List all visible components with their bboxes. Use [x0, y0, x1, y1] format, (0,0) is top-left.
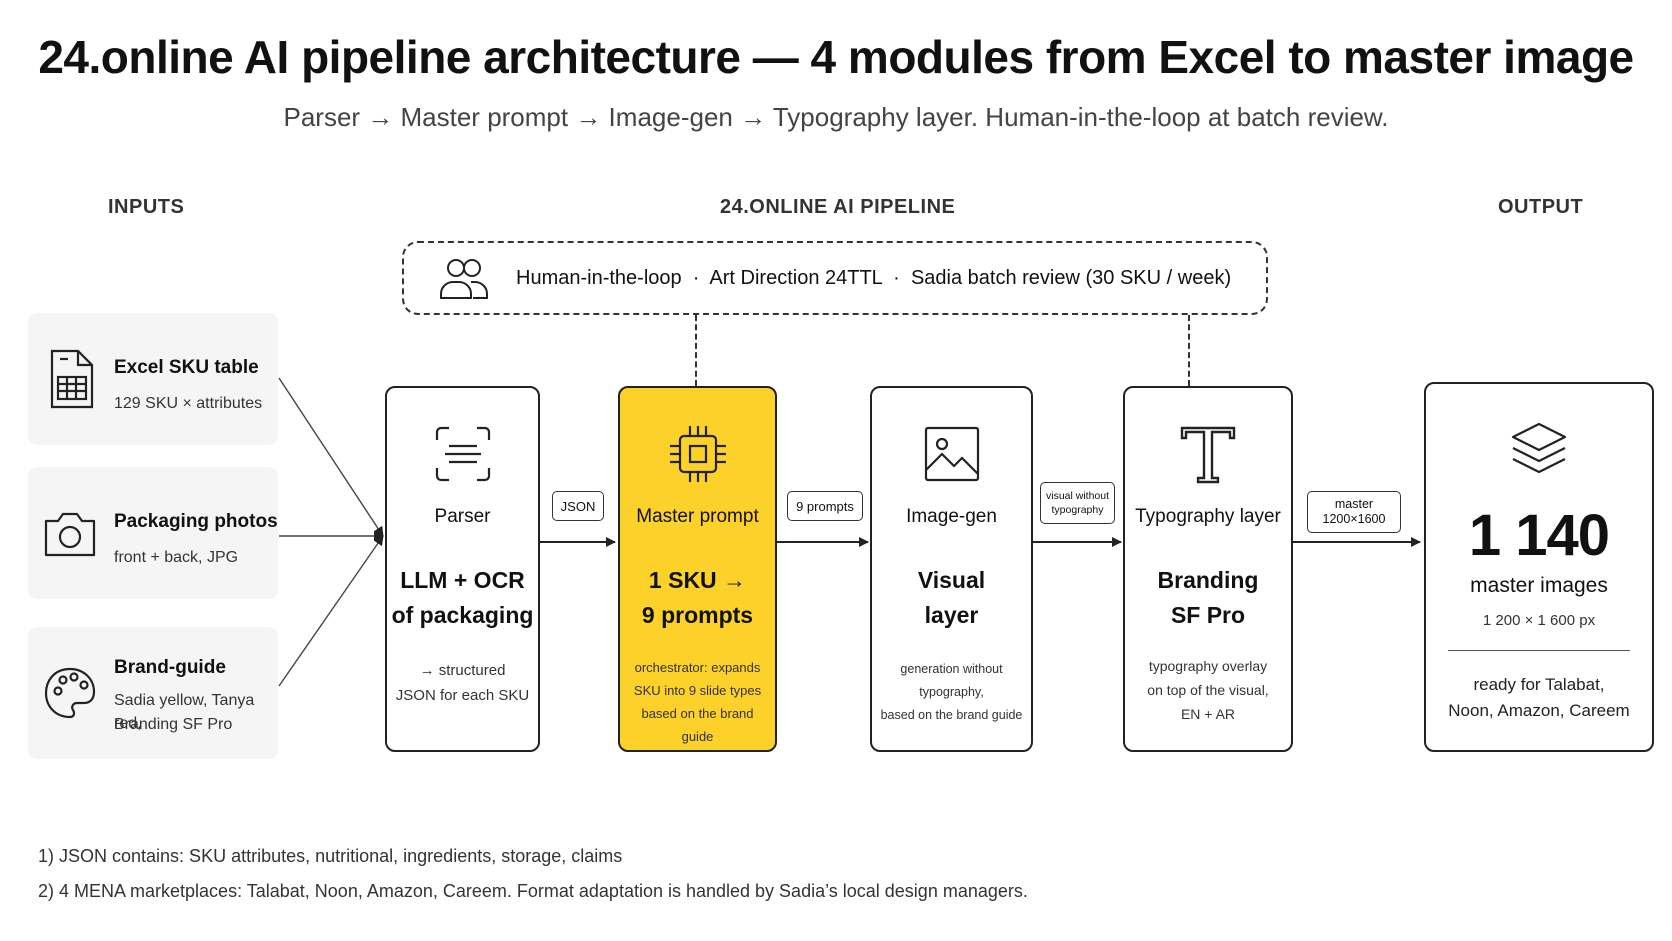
input-subtitle: 129 SKU × attributes	[114, 395, 263, 412]
typography-icon	[1180, 426, 1236, 484]
module-name: Image-gen	[906, 506, 997, 527]
human-in-the-loop-banner: Human-in-the-loop · Art Direction 24TTL …	[402, 241, 1268, 315]
palette-icon	[44, 667, 96, 719]
module-desc-line1: generation without typography,	[900, 662, 1003, 699]
input-card-excel: Excel SKU table 129 SKU × attributes	[28, 313, 278, 445]
flow-tag-text: JSON	[560, 498, 596, 514]
input-subtitle: front + back, JPG	[114, 549, 239, 566]
input-subtitle: Sadia yellow, Tanya red,	[114, 692, 255, 732]
flow-tag-9-prompts: 9 prompts	[787, 491, 863, 521]
module-headline-line2: layer	[924, 602, 979, 628]
hitl-connector-master	[695, 315, 697, 386]
module-headline-line2: SF Pro	[1170, 602, 1246, 628]
module-headline-line1: LLM + OCR	[400, 567, 525, 593]
input-line-excel	[278, 377, 384, 537]
module-name: Master prompt	[636, 506, 759, 527]
layers-icon	[1511, 422, 1567, 474]
output-markets-line2: Noon, Amazon, Careem	[1448, 701, 1630, 720]
input-card-brand-guide: Brand-guide Sadia yellow, Tanya red, Bra…	[28, 627, 278, 759]
output-card: 1 140 master images 1 200 × 1 600 px rea…	[1424, 382, 1654, 752]
module-parser: Parser LLM + OCR of packaging → structur…	[385, 386, 540, 752]
module-description: orchestrator: expands SKU into 9 slide t…	[626, 656, 769, 748]
output-marketplaces: ready for Talabat, Noon, Amazon, Careem	[1426, 672, 1652, 724]
page-title: 24.online AI pipeline architecture — 4 m…	[38, 31, 1634, 83]
flow-tag-text-line2: typography	[1051, 504, 1104, 516]
input-line-brand	[278, 535, 384, 687]
flow-tag-text-line1: master	[1334, 497, 1374, 511]
module-typography-layer: Typography layer Branding SF Pro typogra…	[1123, 386, 1293, 752]
flow-tag-text: 9 prompts	[796, 498, 854, 514]
hitl-text: Human-in-the-loop · Art Direction 24TTL …	[516, 266, 1232, 289]
flow-tag-text-line2: 1200×1600	[1322, 512, 1386, 526]
output-count: 1 140	[1468, 503, 1610, 568]
module-name: Typography layer	[1135, 506, 1281, 527]
users-icon	[440, 259, 488, 299]
footnote-1: 1) JSON contains: SKU attributes, nutrit…	[38, 846, 623, 866]
module-headline: Visual layer	[872, 563, 1031, 633]
input-card-photos: Packaging photos front + back, JPG	[28, 467, 278, 599]
input-title: Excel SKU table	[114, 357, 259, 378]
module-desc-line3: based on the brand guide	[641, 706, 754, 744]
module-desc-line1: orchestrator: expands	[634, 660, 761, 675]
section-label-output: OUTPUT	[1498, 196, 1584, 218]
module-headline: Branding SF Pro	[1125, 563, 1291, 633]
module-desc-line2: SKU into 9 slide types	[633, 683, 762, 698]
module-headline-line1: Visual	[917, 567, 986, 593]
section-label-inputs: INPUTS	[108, 196, 185, 218]
module-master-prompt: Master prompt 1 SKU → 9 prompts orchestr…	[618, 386, 777, 752]
flow-tag-visual-without-typography: visual without typography	[1040, 482, 1115, 524]
module-desc-line1: → structured	[419, 662, 506, 679]
input-subtitle-2: Branding SF Pro	[114, 716, 233, 733]
module-description: → structured JSON for each SKU	[393, 658, 532, 708]
flow-tag-json: JSON	[552, 491, 604, 521]
module-headline-line1: 1 SKU →	[648, 567, 747, 593]
scan-text-icon	[435, 426, 490, 482]
section-label-pipeline: 24.ONLINE AI PIPELINE	[720, 196, 956, 218]
footnote-2: 2) 4 MENA marketplaces: Talabat, Noon, A…	[38, 881, 1028, 901]
module-headline: LLM + OCR of packaging	[387, 563, 538, 633]
module-description: typography overlay on top of the visual,…	[1131, 654, 1285, 726]
output-dimensions: 1 200 × 1 600 px	[1482, 612, 1596, 629]
module-name: Parser	[434, 506, 491, 527]
input-title: Brand-guide	[114, 657, 226, 678]
module-headline: 1 SKU → 9 prompts	[620, 563, 775, 633]
module-desc-line3: EN + AR	[1180, 706, 1236, 722]
output-divider	[1448, 650, 1630, 651]
page-subtitle: Parser → Master prompt → Image-gen → Typ…	[283, 102, 1389, 132]
module-desc-line1: typography overlay	[1148, 658, 1268, 674]
module-desc-line2: JSON for each SKU	[395, 687, 530, 704]
module-image-gen: Image-gen Visual layer generation withou…	[870, 386, 1033, 752]
output-markets-line1: ready for Talabat,	[1473, 675, 1605, 694]
flow-tag-text-line1: visual without	[1045, 490, 1110, 502]
input-title: Packaging photos	[114, 511, 278, 532]
image-icon	[924, 426, 979, 482]
module-headline-line2: 9 prompts	[641, 602, 754, 628]
flow-tag-master-size: master 1200×1600	[1307, 491, 1401, 533]
module-headline-line1: Branding	[1157, 567, 1259, 593]
camera-icon	[44, 512, 96, 557]
chip-icon	[669, 426, 726, 482]
module-desc-line2: on top of the visual,	[1147, 682, 1269, 698]
module-description: generation without typography, based on …	[878, 658, 1025, 727]
module-desc-line2: based on the brand guide	[880, 708, 1023, 722]
spreadsheet-file-icon	[50, 349, 94, 409]
output-label: master images	[1470, 574, 1608, 597]
hitl-connector-typography	[1188, 315, 1190, 386]
module-headline-line2: of packaging	[391, 602, 534, 628]
